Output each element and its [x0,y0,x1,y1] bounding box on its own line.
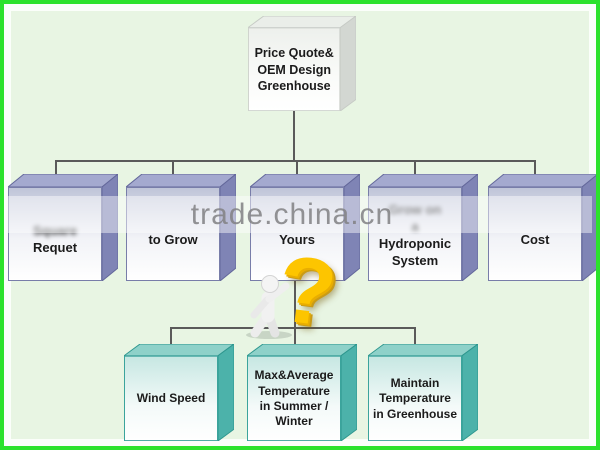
box-3d-shape [488,174,596,281]
connector-stub-7 [294,327,296,349]
box-3d-shape [126,174,236,281]
node-label: Grow on a Hydroponic System [368,187,462,281]
connector-stub-1 [55,160,57,178]
watermark-band: trade.china.cn [8,196,592,233]
label-text: Yours [279,231,315,247]
node-cost: Cost [488,174,596,281]
box-3d-shape [247,344,357,441]
label-text: Max&Average Temperature in Summer / Wint… [254,368,334,429]
node-to-grow: to Grow [126,174,236,281]
label-text: Requet [32,240,78,255]
label-text: Price Quote& OEM Design Greenhouse [254,45,334,94]
label-text: Wind Speed [136,391,206,406]
node-label: to Grow [126,187,220,281]
connector-stub-5 [534,160,536,178]
label-text: Hydroponic System [378,236,452,268]
connector-level3-horizontal [170,327,416,329]
node-label: Maintain Temperature in Greenhouse [368,357,462,441]
blurred-text: Grow on a [388,202,442,235]
node-square-requet: Square Requet [8,174,118,281]
connector-level3-vertical [294,280,296,329]
connector-stub-3 [296,160,298,178]
connector-root-vertical [293,108,295,162]
connector-stub-2 [172,160,174,178]
connector-level2-horizontal [55,160,536,162]
node-maintain-temperature: Maintain Temperature in Greenhouse [368,344,478,441]
node-max-average-temperature: Max&Average Temperature in Summer / Wint… [247,344,357,441]
box-3d-shape [250,174,360,281]
box-3d-shape [368,344,478,441]
node-label: Price Quote& OEM Design Greenhouse [248,29,340,111]
person-figure-icon [246,275,292,339]
node-label: Max&Average Temperature in Summer / Wint… [247,357,341,441]
node-yours: Yours [250,174,360,281]
box-3d-shape [248,16,356,111]
box-3d-shape [124,344,234,441]
label-text: Maintain Temperature in Greenhouse [373,375,458,421]
label-text: to Grow [148,231,198,247]
watermark-text: trade.china.cn [190,197,394,231]
box-3d-shape [368,174,478,281]
connector-stub-6 [170,327,172,349]
box-3d-shape [8,174,118,281]
node-label: Square Requet [8,187,102,281]
node-price-quote: Price Quote& OEM Design Greenhouse [248,16,356,111]
node-label: Cost [488,187,582,281]
connector-stub-8 [414,327,416,349]
label-text: Cost [520,231,550,247]
node-wind-speed: Wind Speed [124,344,234,441]
blurred-text: Square [32,223,78,239]
node-label: Yours [250,187,344,281]
node-label: Wind Speed [124,357,218,441]
node-hydroponic-system: Grow on a Hydroponic System [368,174,478,281]
connector-stub-4 [414,160,416,178]
